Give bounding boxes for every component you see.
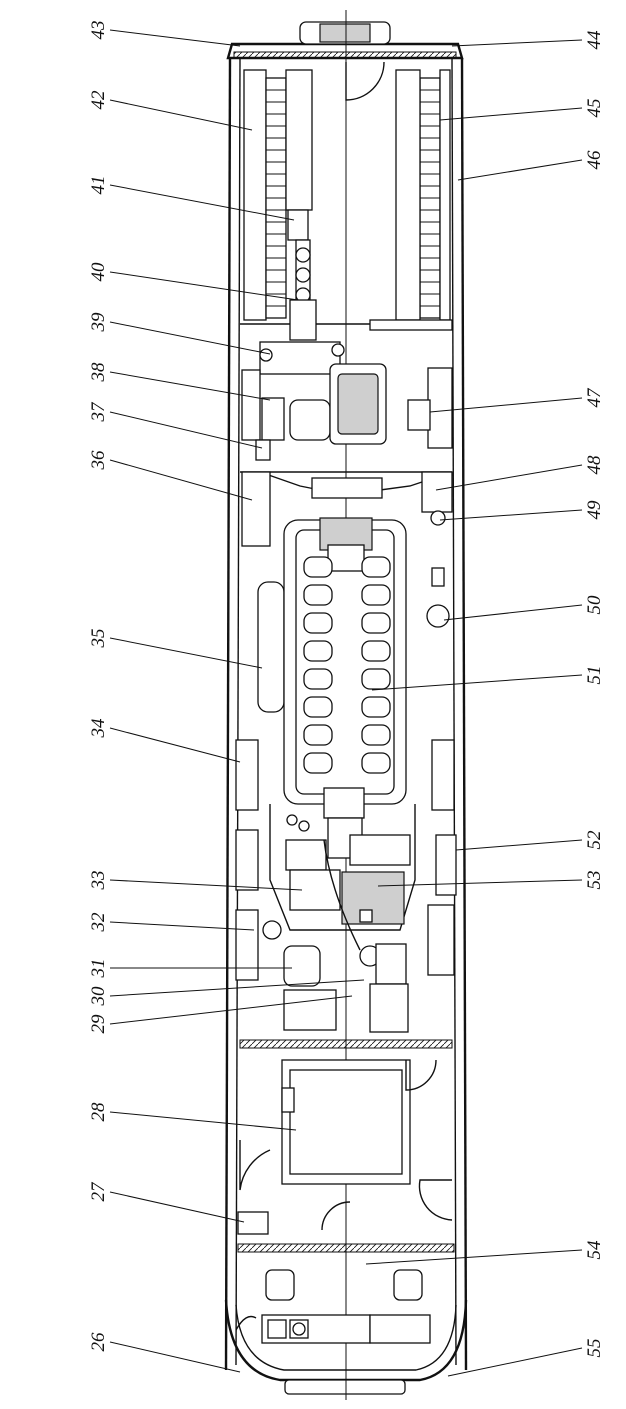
callout-39: 39 [88,312,109,333]
callout-26: 26 [88,1332,109,1352]
callout-53: 53 [584,871,605,890]
fan-drive-shaft [287,209,317,341]
callout-41: 41 [88,176,109,195]
callout-27: 27 [88,1181,109,1202]
callout-52: 52 [584,830,605,850]
callout-54: 54 [584,1240,605,1260]
engine-compartment [235,471,457,981]
callout-55: 55 [584,1339,605,1358]
callout-32: 32 [88,912,109,933]
bulkhead-partition [237,1039,455,1253]
callout-34: 34 [88,718,109,739]
callout-40: 40 [88,262,109,282]
callout-50: 50 [584,595,605,615]
callout-49: 49 [584,500,605,520]
callout-42: 42 [88,90,109,110]
auxiliary-zone [241,341,453,461]
transmission-zone [262,787,416,1033]
callout-46: 46 [584,150,605,170]
leader-lines-right [365,39,583,1377]
cylinder-heads [303,556,391,774]
callout-36: 36 [88,450,109,471]
driver-cab [235,1269,431,1344]
callout-43: 43 [88,21,109,40]
electrical-cabinet-area [237,1059,453,1235]
callout-38: 38 [88,362,109,383]
callout-44: 44 [584,30,605,50]
callout-48: 48 [584,455,605,475]
callout-30: 30 [88,986,109,1007]
callout-51: 51 [584,666,605,685]
callout-31: 31 [88,959,109,979]
callout-33: 33 [88,871,109,891]
callout-29: 29 [88,1014,109,1034]
callout-47: 47 [584,387,605,408]
cooling-compartment [240,61,453,341]
callout-45: 45 [584,99,605,118]
callout-37: 37 [88,401,109,423]
callouts-right: 44 45 46 47 48 49 50 51 52 53 54 55 [584,30,605,1358]
callout-35: 35 [88,629,109,649]
left-radiator-fins [266,89,286,307]
callout-28: 28 [88,1102,109,1122]
leader-lines-left [109,29,365,1373]
callouts-left: 43 42 41 40 39 38 37 36 35 34 33 32 31 3… [88,21,109,1352]
right-radiator-fins [420,89,440,307]
